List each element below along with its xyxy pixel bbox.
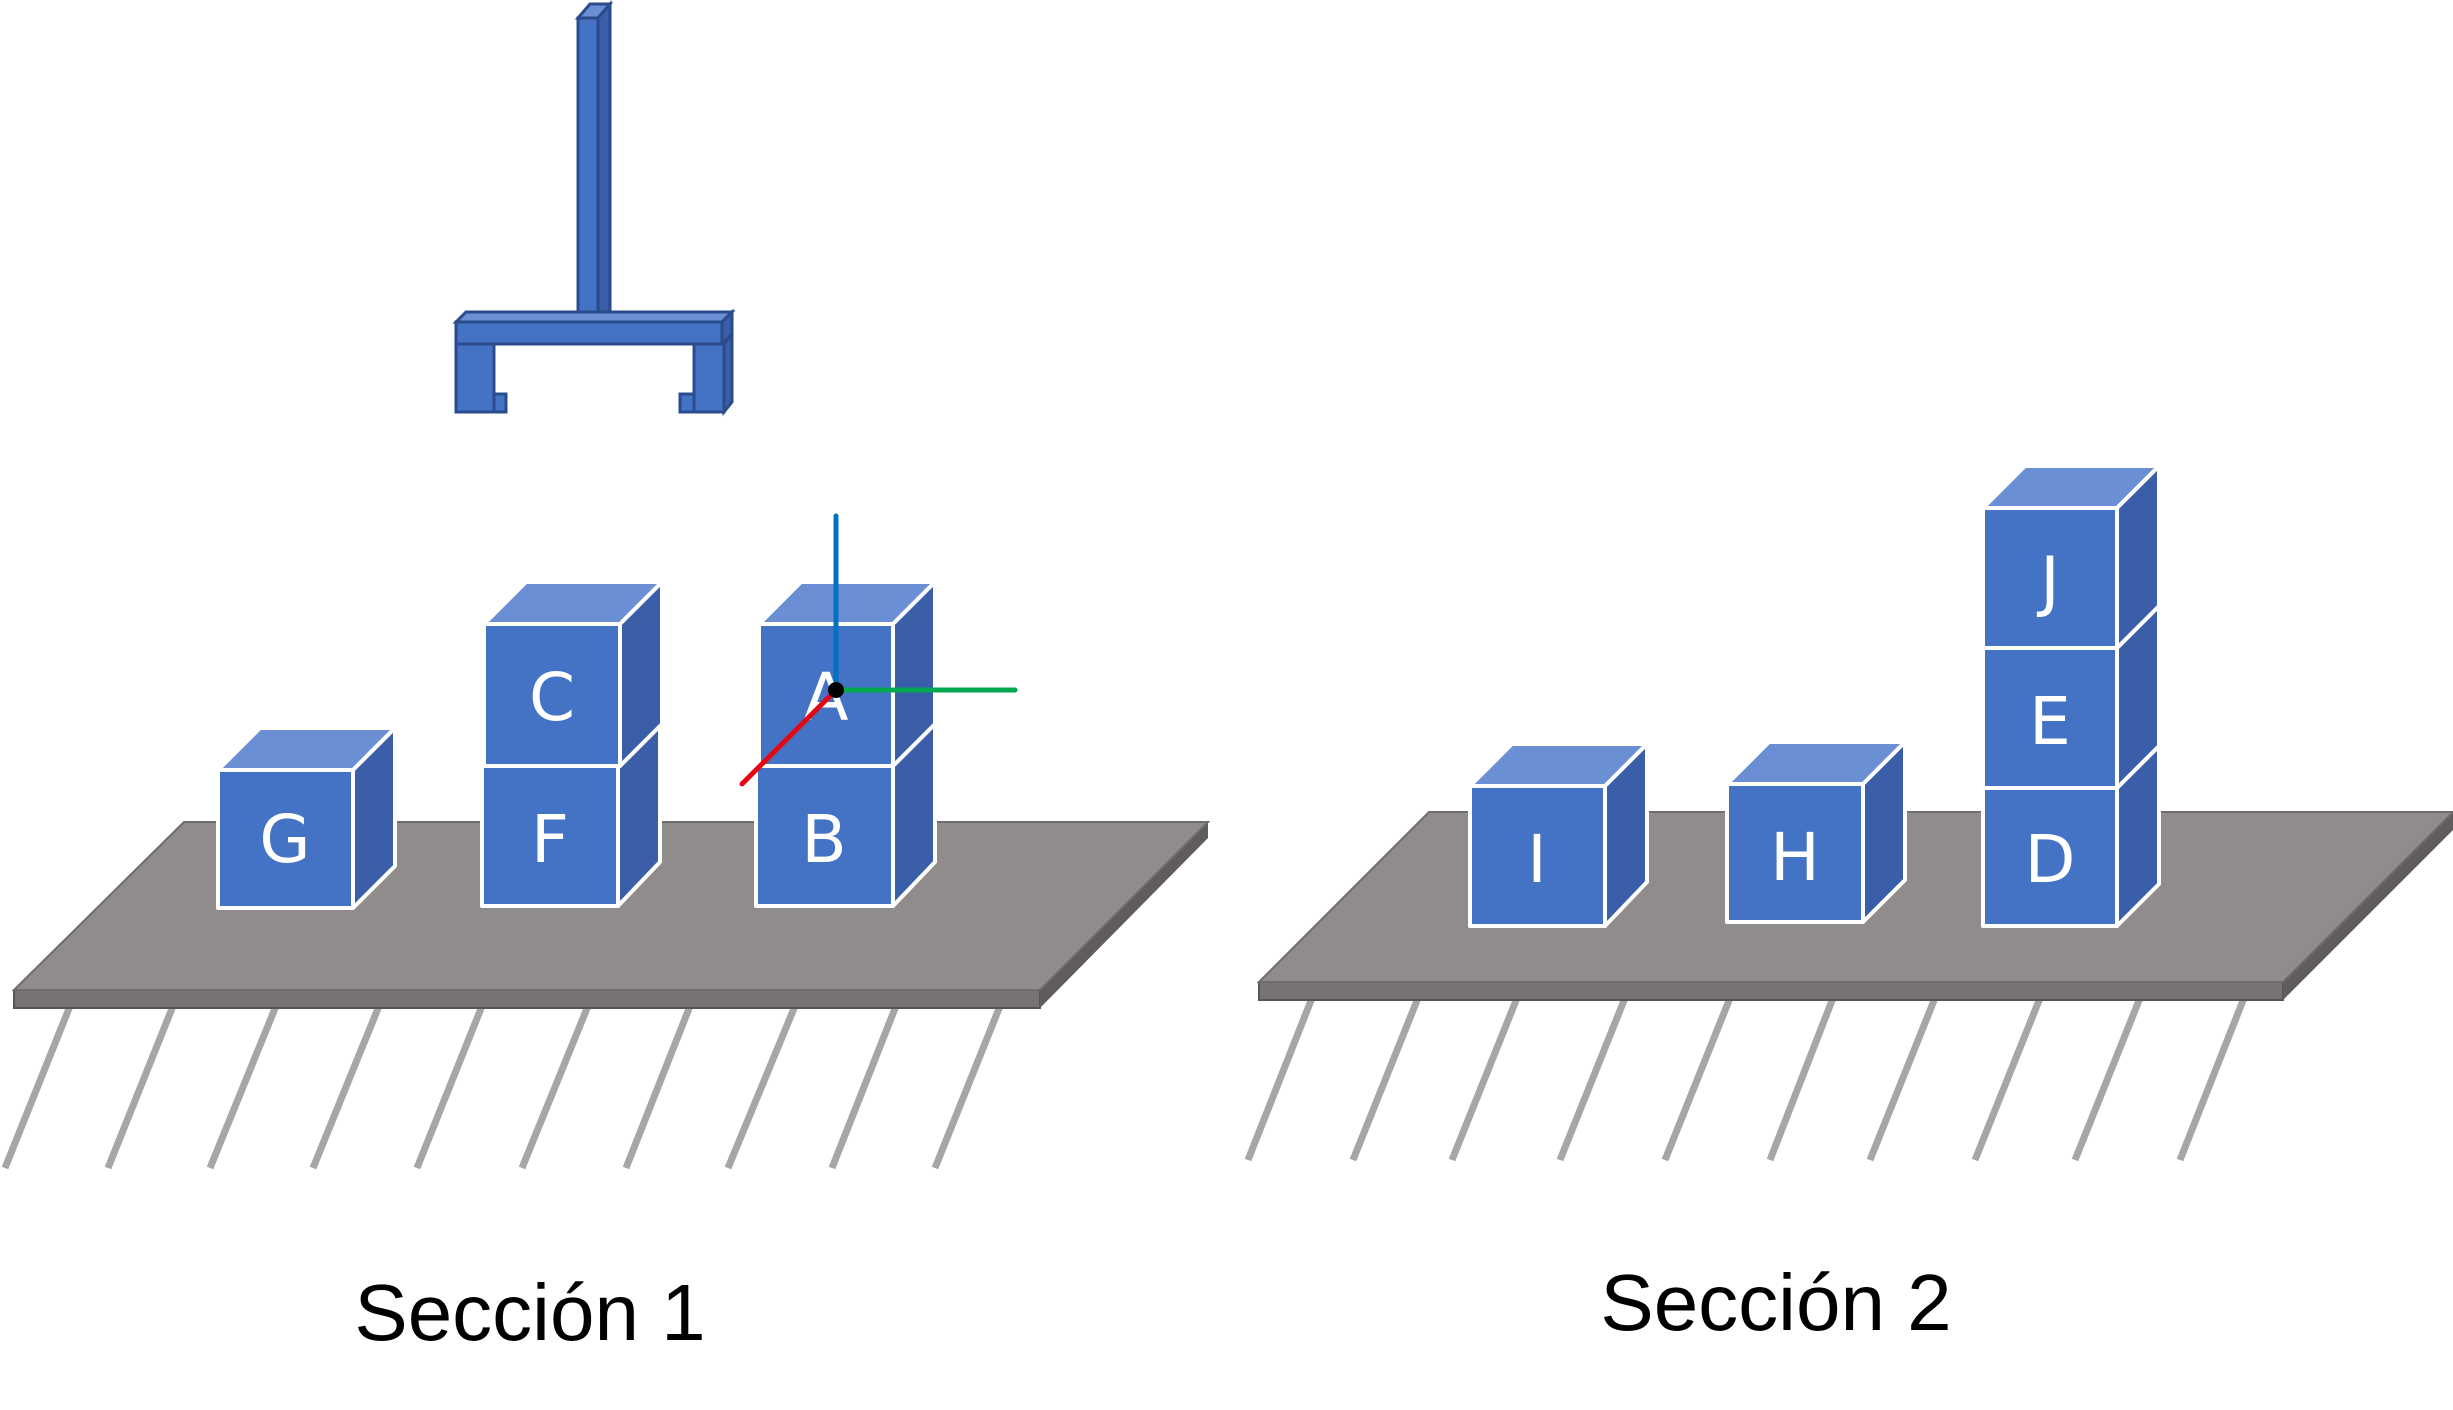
coordinate-frame-icon [739,513,1018,787]
block-c: C [482,580,664,768]
block-label: G [259,801,310,878]
robot-gripper-icon [452,0,736,417]
block-label: F [531,801,569,878]
block-label: J [2036,543,2059,620]
block-label: E [2029,683,2071,760]
block-j: J [1981,464,2161,650]
block-h: H [1725,740,1907,924]
section-2-ground-hatch [1244,996,2248,1162]
block-f: F [480,722,662,908]
section-1-label: Sección 1 [354,1268,705,1357]
block-e: E [1981,604,2161,790]
block-b: B [754,722,937,908]
block-label: C [529,659,575,736]
block-a: A [757,580,937,768]
block-label: I [1527,821,1546,898]
block-label: H [1770,819,1820,896]
block-label: B [801,801,846,878]
block-g: G [216,726,397,910]
block-d: D [1981,744,2161,928]
block-label: D [2025,821,2076,898]
section-1-ground-hatch [1,1004,1004,1170]
block-i: I [1468,742,1649,928]
section-2-label: Sección 2 [1600,1258,1951,1347]
